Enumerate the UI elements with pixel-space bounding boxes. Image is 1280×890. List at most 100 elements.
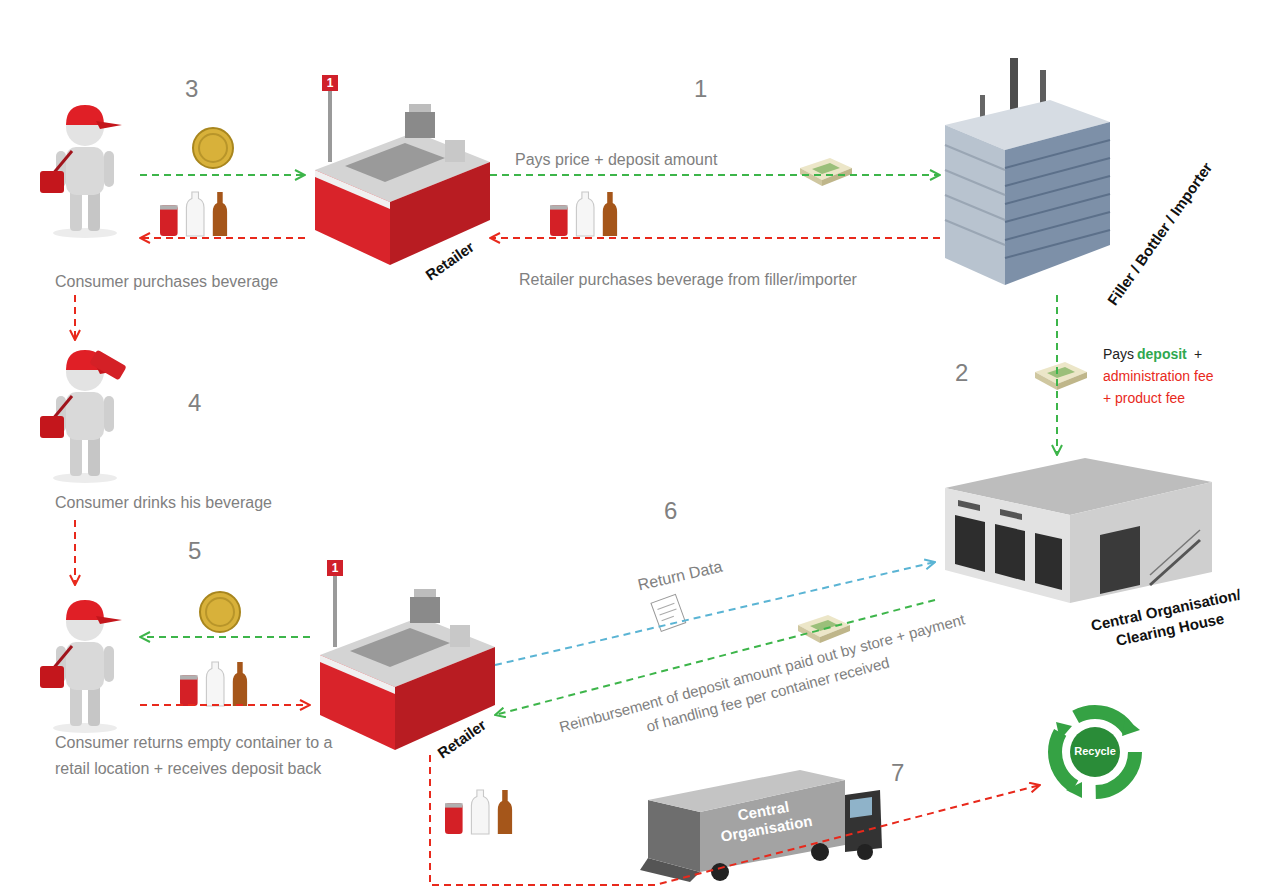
clearing-house: Central Organisation/ Clearing House	[935, 455, 1210, 605]
flow-arrow	[490, 174, 940, 176]
consumer-figure: Consumer returns empty container to a re…	[30, 585, 140, 790]
checkout-illustration	[315, 75, 490, 265]
illustration-part	[660, 609, 677, 615]
illustration-part	[1005, 230, 1110, 258]
illustration-part	[811, 843, 829, 861]
warehouse-illustration	[945, 458, 1212, 603]
consumer-illustration	[40, 105, 122, 238]
drink-can	[89, 350, 126, 381]
node-label: Consumer drinks his beverage	[55, 493, 272, 512]
illustration-part	[945, 195, 1005, 220]
retailer-checkout: Retailer	[305, 70, 490, 270]
flow-arrow	[140, 237, 305, 239]
illustration-part	[845, 790, 882, 852]
illustration-part	[657, 603, 674, 609]
consumer-figure: Consumer purchases beverage	[30, 95, 140, 295]
node-label: Central Organisation/ Clearing House	[1076, 582, 1260, 659]
illustration-part	[711, 863, 729, 881]
step-number: 7	[891, 758, 904, 787]
illustration-part	[1005, 176, 1110, 204]
step-number: 4	[188, 388, 201, 417]
illustration-part	[648, 800, 700, 872]
illustration-part	[1005, 158, 1110, 186]
illustration-part	[945, 170, 1005, 195]
node-label: Central Organisation	[703, 792, 827, 848]
illustration-part	[945, 125, 1005, 285]
illustration-part	[958, 500, 980, 511]
illustration-part	[945, 488, 1070, 603]
truck-illustration	[640, 770, 882, 882]
fee-text: Pays	[1103, 346, 1134, 363]
flow-arrow	[140, 174, 305, 176]
beverage-icons	[180, 662, 247, 706]
illustration-part	[1005, 194, 1110, 222]
edge-label: Return Data	[610, 550, 751, 600]
illustration-part	[945, 145, 1005, 170]
step-number: 3	[185, 74, 198, 103]
flow-arrow	[140, 636, 310, 638]
step-number: 1	[694, 74, 707, 103]
illustration-part	[662, 616, 674, 620]
illustration-part	[1122, 718, 1140, 736]
illustration-part	[1100, 526, 1140, 594]
coin-icon	[200, 592, 240, 632]
illustration-part	[1005, 212, 1110, 240]
factory-illustration	[945, 58, 1110, 285]
illustration-part	[945, 220, 1005, 245]
node-label: Retailer	[424, 709, 500, 770]
recycle-symbol: Recycle	[1040, 700, 1150, 805]
receipt-icon	[651, 594, 686, 631]
fee-text: deposit	[1137, 346, 1187, 363]
illustration-part	[1005, 122, 1110, 285]
illustration-part	[850, 797, 872, 818]
flow-arrow	[140, 704, 310, 706]
step-number: 2	[955, 358, 968, 387]
illustration-part	[1070, 482, 1212, 603]
illustration-part	[1035, 533, 1062, 590]
node-label: Consumer returns empty container to a re…	[55, 730, 355, 782]
recycle-illustration	[1055, 712, 1140, 798]
illustration-part	[1055, 712, 1135, 792]
node-label: Recycle	[1065, 745, 1125, 758]
fee-text: + product fee	[1103, 390, 1185, 407]
flow-arrow	[74, 520, 76, 585]
node-label: Retailer	[412, 231, 488, 292]
illustration-part	[1000, 509, 1022, 520]
beverage-icons	[445, 790, 512, 834]
illustration-part	[1066, 782, 1082, 798]
node-label: Consumer purchases beverage	[55, 272, 278, 291]
node-label: Filler / Bottler / Importer	[1092, 143, 1227, 325]
illustration-part	[1005, 140, 1110, 258]
fee-text: administration fee	[1103, 368, 1214, 385]
illustration-part	[1150, 530, 1200, 575]
collection-truck: Central Organisation	[640, 770, 860, 885]
cash-icon	[1035, 362, 1087, 390]
beverage-icons	[550, 192, 617, 236]
flow-arrow	[490, 237, 940, 239]
edge-label: Reimbursement of deposit amount paid out…	[556, 608, 973, 759]
flow-arrow	[74, 295, 76, 340]
illustration-part	[995, 524, 1025, 581]
illustration-part	[1056, 722, 1072, 740]
lane-sign-number: 1	[327, 560, 343, 576]
flow-arrow	[430, 755, 1040, 885]
step-caption: Retailer purchases beverage from filler/…	[519, 270, 857, 289]
illustration-part	[955, 515, 985, 572]
flow-arrow	[1056, 295, 1058, 455]
consumer-illustration	[40, 600, 122, 733]
beverage-icons	[160, 192, 227, 236]
checkout-illustration	[320, 560, 495, 750]
cash-icon	[800, 158, 852, 186]
filler-factory: Filler / Bottler / Importer	[940, 55, 1140, 295]
step-number: 5	[188, 536, 201, 565]
lane-sign-number: 1	[322, 75, 338, 91]
step-number: 6	[664, 496, 677, 525]
fee-text: +	[1194, 346, 1202, 363]
illustration-part	[1150, 540, 1200, 585]
edge-label: Pays price + deposit amount	[515, 150, 717, 169]
illustration-part	[651, 594, 686, 631]
illustration-part	[857, 844, 873, 860]
illustration-part	[1005, 140, 1110, 168]
consumer-figure: Consumer drinks his beverage	[30, 340, 140, 520]
